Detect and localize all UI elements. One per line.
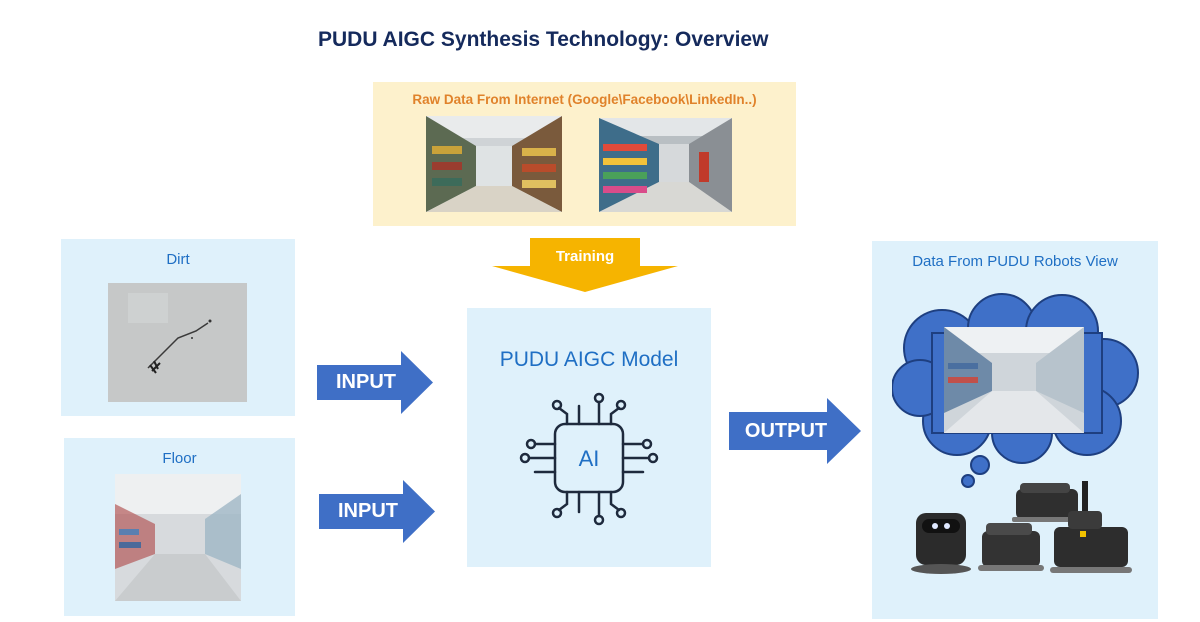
dirt-panel: Dirt: [61, 239, 295, 416]
pudu-robots-illustration: [911, 481, 1132, 574]
page-title: PUDU AIGC Synthesis Technology: Overview: [318, 28, 769, 51]
chip-label: AI: [578, 446, 600, 471]
output-arrow: [729, 398, 861, 464]
input-arrow-1: [317, 351, 433, 414]
training-label: Training: [555, 248, 615, 265]
model-panel: PUDU AIGC Model AI: [467, 308, 711, 567]
robots-title: Data From PUDU Robots View: [912, 253, 1118, 270]
output-label: OUTPUT: [744, 420, 828, 442]
training-arrow: [492, 238, 678, 292]
supermarket-photo-1: [426, 116, 562, 212]
dirt-photo: [108, 283, 247, 402]
raw-data-caption: Raw Data From Internet (Google\Facebook\…: [412, 92, 757, 107]
floor-label: Floor: [162, 450, 197, 467]
model-title: PUDU AIGC Model: [499, 348, 679, 371]
input-label-2: INPUT: [338, 500, 398, 522]
floor-panel: Floor: [64, 438, 295, 616]
raw-data-panel: Raw Data From Internet (Google\Facebook\…: [373, 82, 796, 226]
ai-chip-icon: [519, 392, 659, 526]
floor-photo: [115, 474, 241, 601]
input-arrow-2: [319, 480, 435, 543]
robot-view-photo: [944, 327, 1084, 433]
thought-cloud-icon: [892, 293, 1139, 488]
dirt-label: Dirt: [166, 251, 190, 268]
robots-panel: Data From PUDU Robots View: [872, 241, 1158, 619]
input-label-1: INPUT: [336, 371, 396, 393]
supermarket-photo-2: [599, 118, 732, 212]
